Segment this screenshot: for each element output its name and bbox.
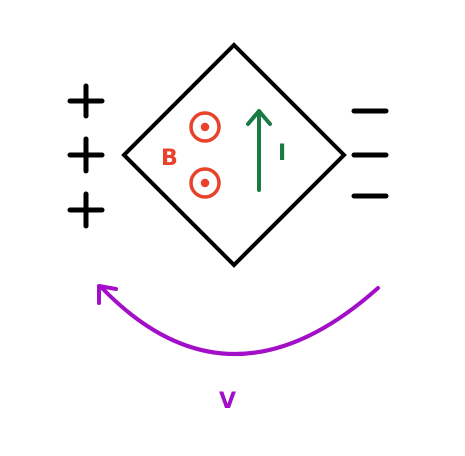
plus-icon	[67, 191, 105, 229]
plus-icon	[67, 136, 105, 174]
dot-in-circle-icon	[189, 167, 221, 199]
conductor-diamond	[121, 42, 347, 268]
field-label: B	[161, 146, 178, 171]
magnetic-field-symbols	[189, 111, 221, 199]
plus-charges	[67, 83, 105, 229]
dot-in-circle-icon	[189, 111, 221, 143]
current-label: I	[278, 141, 286, 166]
voltage-label: V	[219, 389, 236, 414]
minus-charges	[351, 108, 389, 199]
curved-arrow-icon	[97, 284, 380, 356]
plus-icon	[67, 83, 105, 119]
up-arrow-icon	[246, 109, 272, 192]
